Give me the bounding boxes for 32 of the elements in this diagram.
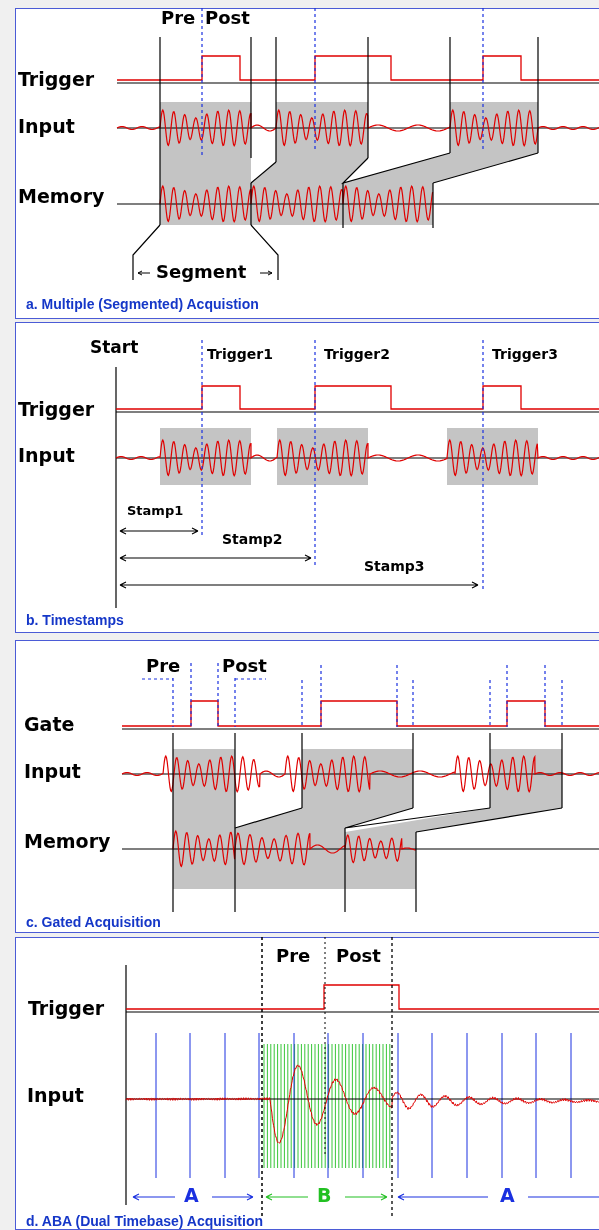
stamp-label: Stamp1 [127,504,184,517]
signal-label: Memory [24,832,111,851]
stamp-label: Stamp3 [364,559,425,573]
panel-caption: d. ABA (Dual Timebase) Acquisition [26,1213,263,1229]
panel-caption: a. Multiple (Segmented) Acquistion [26,296,259,312]
timing-label: Post [222,657,267,675]
timebase-label: A [184,1186,199,1205]
stamp-label: Stamp2 [222,532,283,546]
timing-label: Pre [276,947,311,965]
trigger-label: Trigger1 [207,347,273,361]
trigger-label: Trigger2 [324,347,390,361]
timing-label: Pre [146,657,181,675]
signal-label: Trigger [28,999,105,1018]
signal-label: Trigger [18,400,95,419]
panel-frame [15,937,599,1230]
signal-label: Input [27,1086,84,1105]
timing-label: Pre [161,9,196,27]
segment-label: Segment [156,263,247,281]
panel-caption: b. Timestamps [26,612,124,628]
signal-label: Memory [18,187,105,206]
signal-label: Input [18,117,75,136]
timing-label: Post [205,9,250,27]
timebase-label: A [500,1186,515,1205]
signal-label: Input [18,446,75,465]
signal-label: Gate [24,715,75,734]
signal-label: Trigger [18,70,95,89]
signal-label: Input [24,762,81,781]
timing-label: Post [336,947,381,965]
timebase-label: B [317,1186,332,1205]
start-label: Start [90,339,139,356]
panel-caption: c. Gated Acquisition [26,914,161,930]
trigger-label: Trigger3 [492,347,558,361]
